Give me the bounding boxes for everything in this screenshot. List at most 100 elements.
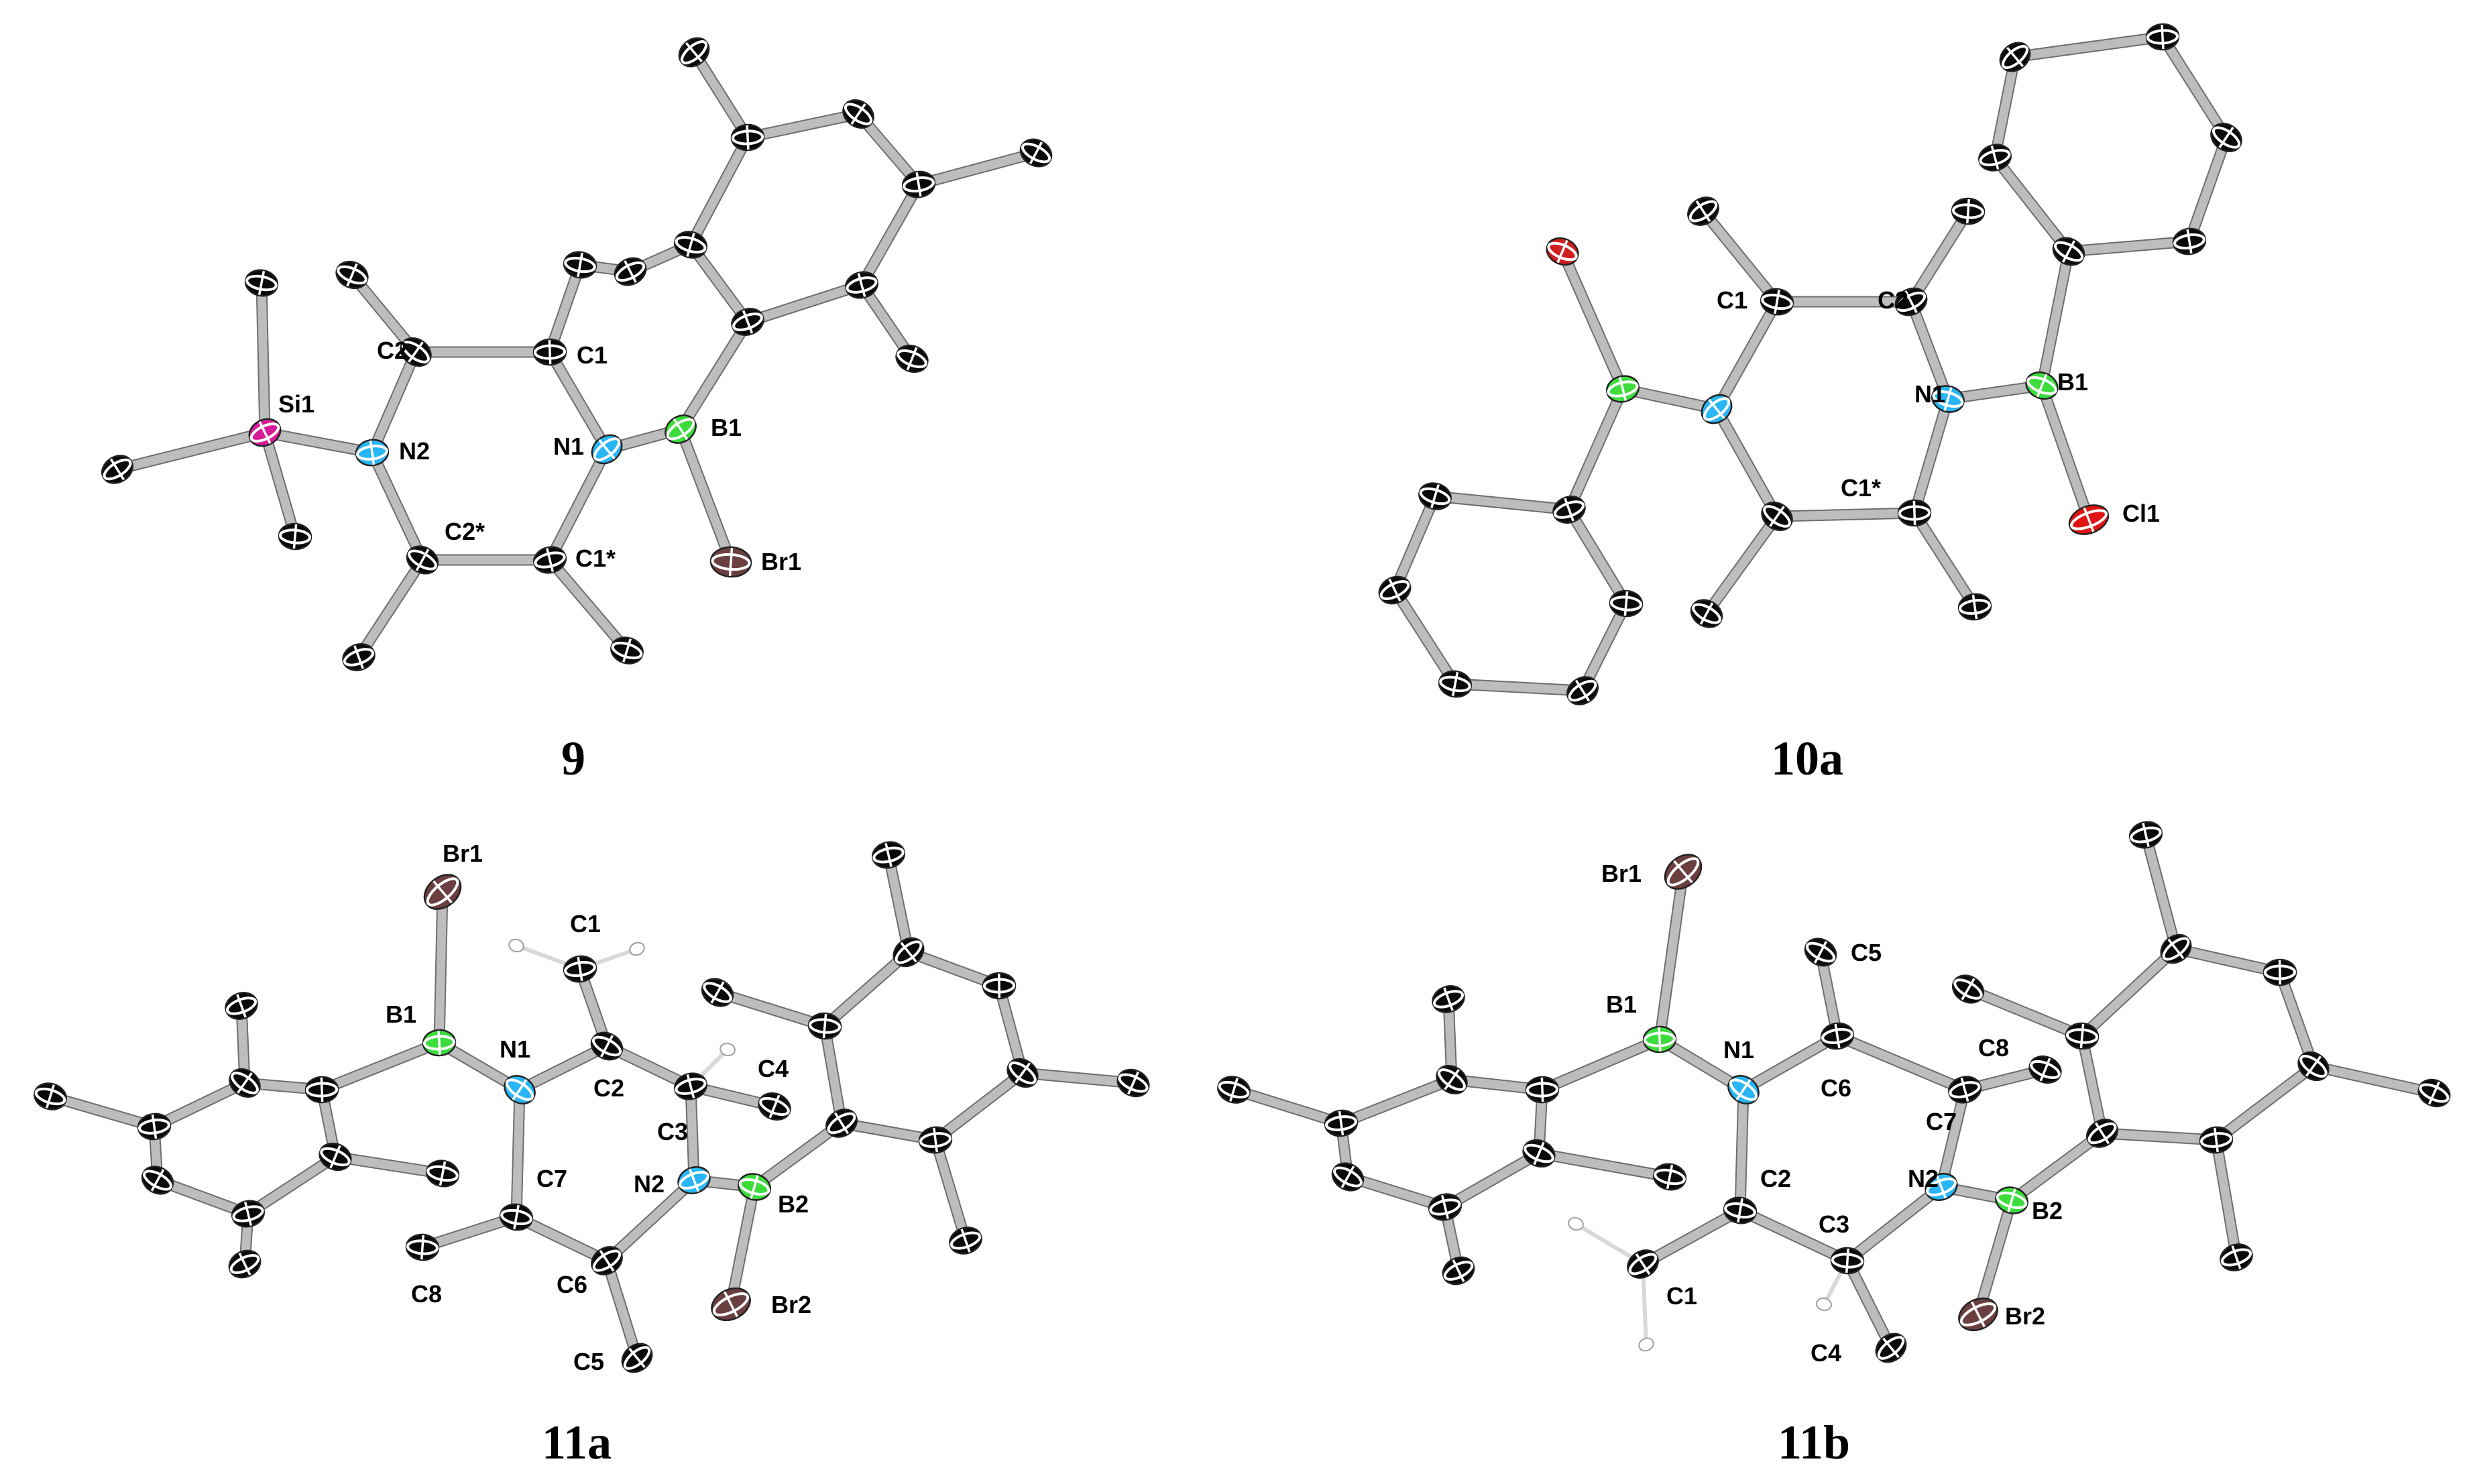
atom-label: C6 bbox=[557, 1271, 587, 1298]
carbon-atom bbox=[1324, 1109, 1359, 1137]
carbon-atom bbox=[2028, 1055, 2062, 1084]
atom-label: B1 bbox=[386, 1001, 416, 1028]
bond bbox=[2171, 944, 2285, 977]
bond bbox=[1990, 153, 2073, 256]
carbon-atom bbox=[1652, 1163, 1687, 1191]
bond bbox=[1910, 508, 1980, 612]
bond bbox=[713, 988, 829, 1031]
bond bbox=[2275, 968, 2318, 1071]
atom-label: N2 bbox=[399, 437, 430, 465]
carbon-atom bbox=[2172, 227, 2207, 255]
atom-label: C7 bbox=[1926, 1108, 1957, 1135]
bromine-atom bbox=[1664, 854, 1703, 890]
atoms-layer bbox=[34, 23, 2451, 1373]
bond bbox=[686, 133, 752, 249]
carbon-atom bbox=[1951, 974, 1985, 1004]
atom-label: C1* bbox=[1841, 474, 1881, 502]
carbon-atom bbox=[845, 271, 878, 299]
bond bbox=[1538, 1035, 1664, 1094]
atom-label: B1 bbox=[711, 414, 742, 441]
bond bbox=[545, 260, 585, 357]
atom-label: C4 bbox=[1811, 1339, 1841, 1367]
bond bbox=[676, 317, 752, 434]
bond bbox=[512, 1085, 524, 1222]
carbon-atom bbox=[1957, 593, 1992, 621]
bond bbox=[884, 850, 913, 957]
carbon-atom bbox=[590, 1031, 624, 1061]
carbon-atom bbox=[807, 1012, 842, 1040]
caption-10a: 10a bbox=[1771, 732, 1843, 785]
bonds-layer bbox=[44, 31, 2440, 1364]
bond bbox=[1450, 679, 1587, 695]
nitrogen-atom bbox=[1925, 1173, 1958, 1201]
bond bbox=[1843, 1182, 1946, 1265]
bond bbox=[2037, 381, 2093, 524]
boron-atom bbox=[2025, 371, 2059, 400]
bond bbox=[750, 1119, 846, 1192]
bond bbox=[545, 555, 632, 655]
carbon-atom bbox=[34, 1082, 67, 1110]
carbon-atom bbox=[1723, 1196, 1758, 1224]
carbon-atom bbox=[2210, 123, 2242, 152]
carbon-atom bbox=[825, 1108, 858, 1138]
bond bbox=[1578, 599, 1631, 695]
carbon-atom bbox=[591, 1246, 623, 1275]
carbon-atom bbox=[2297, 1051, 2330, 1082]
bond bbox=[1558, 247, 1627, 394]
caption-11b: 11b bbox=[1778, 1416, 1850, 1469]
atom-label: C8 bbox=[411, 1280, 442, 1308]
atom-label: C1* bbox=[575, 545, 616, 572]
carbon-atom bbox=[1378, 575, 1412, 605]
carbon-atom bbox=[244, 269, 279, 297]
carbon-atom bbox=[621, 1343, 653, 1373]
bond bbox=[931, 1068, 1027, 1145]
carbon-atom bbox=[1007, 1058, 1039, 1088]
nitrogen-atom bbox=[355, 439, 390, 467]
bond bbox=[1564, 505, 1631, 608]
carbon-atom bbox=[730, 123, 765, 152]
carbon-atom bbox=[225, 992, 258, 1020]
carbon-atom bbox=[1875, 1332, 1907, 1363]
atom-label: B2 bbox=[778, 1190, 809, 1218]
bond bbox=[545, 445, 612, 565]
boron-atom bbox=[1995, 1186, 2028, 1214]
carbon-atom bbox=[842, 99, 874, 129]
carbon-atom bbox=[1760, 288, 1794, 316]
carbon-atom bbox=[499, 1203, 534, 1231]
carbon-atom bbox=[1830, 1247, 1865, 1275]
carbon-atom bbox=[278, 522, 312, 551]
carbon-atom bbox=[1522, 1139, 1556, 1168]
carbon-atom bbox=[406, 545, 439, 575]
carbon-atom bbox=[1331, 1162, 1365, 1192]
bond bbox=[1963, 984, 2087, 1041]
atom-label: C7 bbox=[536, 1165, 567, 1192]
hydrogen-atom bbox=[1816, 1297, 1832, 1312]
bond bbox=[1843, 1256, 1896, 1353]
carbon-atom bbox=[2199, 1126, 2234, 1154]
bond bbox=[1906, 297, 1953, 404]
carbon-atom bbox=[400, 337, 432, 367]
bond bbox=[1534, 1149, 1674, 1182]
carbon-atom bbox=[425, 1159, 460, 1188]
bond bbox=[602, 1176, 699, 1265]
atom-label: Si1 bbox=[278, 390, 314, 418]
carbon-atom bbox=[101, 455, 133, 484]
bond bbox=[1343, 1172, 1450, 1212]
atom-label: C2 bbox=[377, 337, 408, 364]
boron-atom bbox=[1642, 1025, 1677, 1053]
nitrogen-atom bbox=[1701, 394, 1733, 424]
hydrogen-atom bbox=[1568, 1216, 1584, 1231]
bond bbox=[243, 1152, 340, 1218]
bond bbox=[726, 1182, 759, 1309]
bond bbox=[689, 48, 752, 142]
silicon-atom bbox=[248, 418, 282, 447]
bond bbox=[914, 148, 1041, 189]
carbon-atom bbox=[1418, 482, 1452, 510]
nitrogen-atom bbox=[677, 1166, 711, 1194]
bond bbox=[1638, 1206, 1745, 1269]
bond bbox=[2037, 247, 2073, 390]
bond bbox=[743, 109, 863, 142]
bond bbox=[260, 428, 377, 457]
bond bbox=[857, 180, 923, 290]
hydrogen-atom bbox=[508, 938, 524, 953]
